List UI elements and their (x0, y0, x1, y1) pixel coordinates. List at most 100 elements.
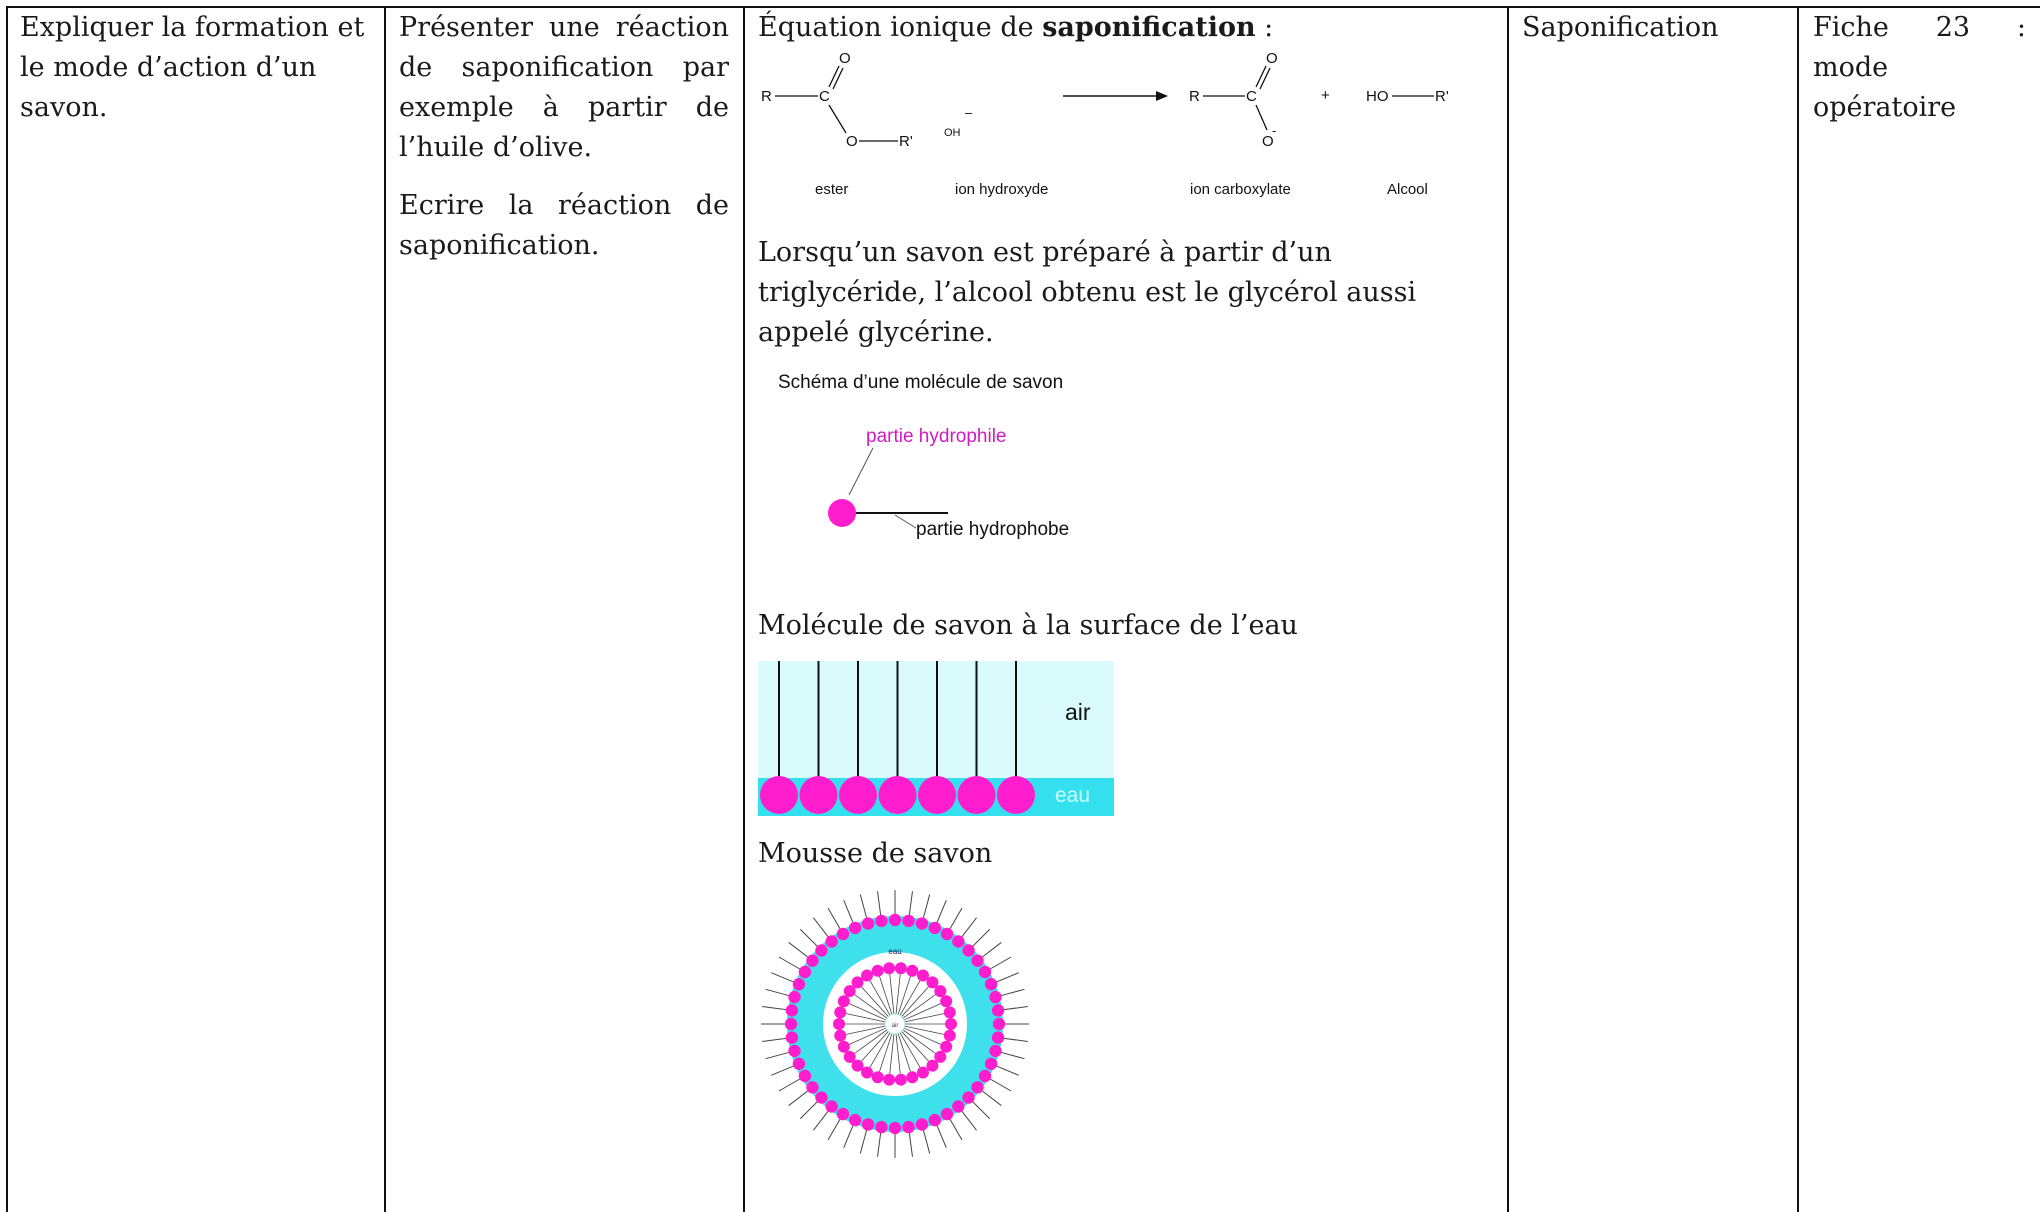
foam-outer-tail (799, 928, 819, 948)
concept-cell: Saponification (1522, 8, 1788, 48)
foam-inner-head (934, 985, 947, 998)
table-top-border (6, 6, 2040, 8)
column-divider-4 (1797, 6, 1799, 1212)
foam-outer-head (815, 1091, 828, 1104)
ester-r-atom: R (761, 88, 772, 105)
foam-inner-tail (899, 980, 921, 1016)
foam-inner-head (837, 995, 850, 1008)
foam-inner-head (917, 1066, 929, 1079)
ester-double-bond-1 (828, 65, 840, 88)
foam-outer-head (798, 1069, 812, 1083)
foam-inner-tail (854, 1029, 888, 1054)
surface-heading: Molécule de savon à la surface de l’eau (758, 606, 1498, 646)
foam-inner-head (843, 1050, 856, 1063)
foam-inner-tail (899, 1032, 921, 1068)
activity-paragraph-1: Présenter une réaction de saponification… (399, 12, 729, 163)
foam-outer-tail (799, 1100, 819, 1120)
foam-outer-head (971, 954, 984, 967)
equation-prefix: Équation ionique de (758, 12, 1043, 43)
foam-outer-head (978, 1069, 992, 1083)
foam-inner-tail (869, 1032, 891, 1068)
foam-inner-tail (904, 1013, 944, 1023)
label-carboxylate: ion carboxylate (1190, 181, 1291, 198)
foam-inner-tail (901, 1031, 929, 1062)
foam-outer-head (788, 990, 801, 1004)
foam-inner-tail (895, 1033, 901, 1074)
foam-outer-tail (908, 891, 913, 917)
foam-outer-tail (765, 1051, 791, 1060)
surface-molecule-head (839, 776, 877, 814)
water-surface-figure: air eau (758, 661, 1114, 816)
foam-inner-head (906, 964, 919, 977)
foam-inner-tail (846, 1025, 886, 1035)
foam-outer-tail (788, 942, 810, 959)
ester-double-bond-2 (832, 67, 844, 90)
foam-outer-head (915, 1118, 929, 1131)
foam-outer-head (989, 1044, 1002, 1058)
foam-outer-tail (1002, 1006, 1028, 1011)
foam-outer-tail (778, 956, 802, 971)
foam-inner-tail (903, 1003, 941, 1021)
foam-outer-head (784, 1017, 798, 1031)
foam-outer-head (815, 944, 828, 957)
carboxylate-charge: - (1272, 123, 1276, 138)
foam-outer-tail (980, 1089, 1002, 1106)
foam-outer-head (836, 927, 850, 941)
foam-inner-tails (845, 974, 945, 1074)
ester-o-bottom: O (846, 133, 858, 150)
foam-inner-tail (895, 974, 901, 1015)
equation-heading: Équation ionique de saponification : (758, 8, 1498, 48)
foam-inner-heads (833, 962, 957, 1086)
alcohol-ho: HO (1366, 88, 1389, 105)
foam-outer-tail (960, 917, 977, 939)
saponification-equation-figure: R C O O R' OH – R C O O - (761, 50, 1449, 198)
foam-outer-head (888, 913, 902, 927)
equation-bold-word: saponification (1042, 12, 1256, 43)
foam-inner-tail (861, 1031, 889, 1062)
foam-outer-head (861, 1118, 875, 1131)
foam-inner-tail (902, 1029, 936, 1054)
foam-inner-head (843, 985, 856, 998)
reaction-arrow-head (1156, 91, 1168, 101)
ester-r-prime: R' (899, 133, 913, 150)
foam-outer-tail (999, 1051, 1025, 1060)
foam-outer-tail (813, 1109, 830, 1131)
foam-outer-head (902, 914, 915, 928)
foam-inner-head (883, 962, 896, 975)
foam-outer-head (785, 1031, 799, 1044)
carboxylate-r-atom: R (1189, 88, 1200, 105)
foam-outer-head (992, 1017, 1006, 1031)
foam-outer-tail (771, 972, 796, 984)
foam-inner-tail (849, 1027, 887, 1045)
foam-inner-head (926, 1059, 939, 1072)
foam-water-label: eau (888, 947, 901, 956)
foam-inner-head (943, 1006, 956, 1019)
foam-outer-head (792, 1057, 806, 1070)
surface-water-label: eau (1055, 784, 1090, 807)
foam-inner-head (833, 1018, 845, 1030)
foam-outer-head (928, 1113, 941, 1127)
hydroxide-charge: – (965, 105, 973, 120)
foam-inner-head (934, 1050, 947, 1063)
surface-molecules (760, 661, 1035, 814)
label-hydroxide: ion hydroxyde (955, 181, 1048, 198)
surface-air-label: air (1065, 699, 1091, 725)
foam-outer-tail (948, 907, 963, 931)
foam-outer-head (902, 1120, 915, 1134)
foam-inner-tail (903, 1027, 941, 1045)
foam-outer-tail (859, 894, 868, 920)
foam-inner-head (906, 1071, 919, 1084)
foam-outer-tail (988, 956, 1012, 971)
foam-outer-head (788, 1044, 801, 1058)
surface-molecule-head (878, 776, 917, 814)
objective-cell: Expliquer la formation et le mode d’acti… (20, 8, 376, 128)
foam-outer-head (984, 1057, 998, 1070)
resource-text: Fiche 23 : mode opératoire (1813, 12, 2026, 123)
foam-outer-head (875, 1120, 888, 1134)
triglyceride-text: Lorsqu’un savon est préparé à partir d’u… (758, 237, 1417, 348)
foam-inner-tail (904, 1025, 944, 1035)
concept-text: Saponification (1522, 12, 1719, 43)
foam-inner-tail (861, 986, 889, 1017)
foam-inner-head (871, 1071, 884, 1084)
foam-inner-head (943, 1029, 956, 1042)
